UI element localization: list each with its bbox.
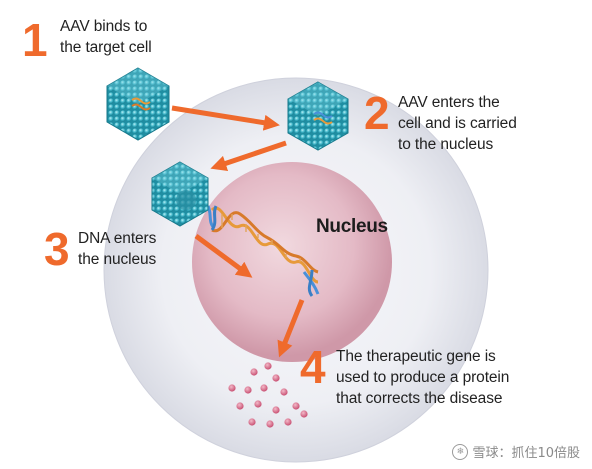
step-1-line-2: the target cell [60,39,152,56]
protein-dot-icon [300,410,308,418]
protein-dot-icon [248,418,256,426]
protein-dot-icon [292,402,300,410]
dna-helix-icon [206,205,320,297]
arrow-step2-to-step3 [210,140,287,172]
step-3-line-1: DNA enters [78,230,157,247]
step-1-number: 1 [22,14,48,66]
step-3-number: 3 [44,223,70,275]
protein-dot-icon [280,388,288,396]
protein-dot-icon [228,384,236,392]
nucleus-label: Nucleus [316,216,388,237]
protein-dot-icon [272,374,280,382]
protein-dot-icon [284,418,292,426]
protein-dot-icon [266,420,274,428]
step-2-number: 2 [364,87,390,139]
step-1-text: AAV binds to the target cell [60,16,152,58]
step-4-line-2: used to produce a protein [336,369,510,386]
protein-dot-icon [236,402,244,410]
protein-cluster [228,362,308,428]
step-2-line-2: cell and is carried [398,115,517,132]
snowball-logo-icon: ❄ [452,443,469,460]
step-3-text: DNA enters the nucleus [78,228,156,270]
aav-capsid-icon [287,81,349,151]
step-4-line-3: that corrects the disease [336,390,503,407]
protein-dot-icon [250,368,258,376]
step-1-line-1: AAV binds to [60,18,148,35]
step-2-line-3: to the nucleus [398,136,494,153]
protein-dot-icon [272,406,280,414]
step-4-number: 4 [300,341,326,393]
protein-dot-icon [244,386,252,394]
step-3-line-2: the nucleus [78,251,157,268]
protein-dot-icon [260,384,268,392]
step-4-line-1: The therapeutic gene is [336,348,496,365]
step-4-text: The therapeutic gene is used to produce … [336,346,509,409]
aav-capsid-icon [151,161,209,227]
arrow-into-nucleus [194,233,253,278]
step-2-line-1: AAV enters the [398,94,500,111]
step-2-text: AAV enters the cell and is carried to th… [398,92,517,155]
arrow-step1-to-step2 [171,105,280,131]
watermark-text: 雪球：抓住10倍股 [472,446,580,461]
watermark: ❄ 雪球：抓住10倍股 [452,442,580,461]
protein-dot-icon [254,400,262,408]
arrow-to-protein [277,299,305,358]
aav-capsid-icon [106,67,170,141]
protein-dot-icon [264,362,272,370]
